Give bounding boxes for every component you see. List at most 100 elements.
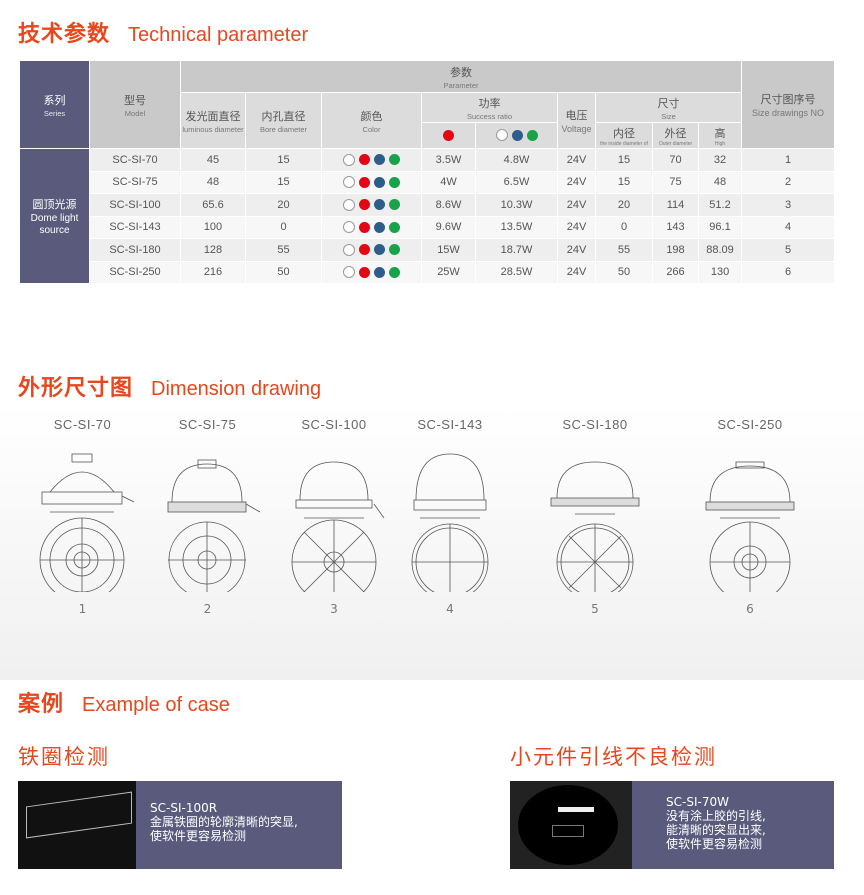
white-dot-icon: [343, 266, 355, 279]
cell-p1: 8.6W: [421, 193, 476, 217]
iron-ring-outline-icon: [26, 791, 132, 839]
drawing-number: 5: [591, 602, 599, 616]
cell-outer: 114: [652, 193, 699, 217]
case-right-text: SC-SI-70W 没有涂上胶的引线, 能清晰的突显出来, 使软件更容易检测: [666, 795, 766, 851]
drawing-2: SC-SI-75 2: [150, 417, 265, 616]
dimension-title-en: Dimension drawing: [151, 378, 322, 400]
red-dot-icon: [359, 221, 370, 233]
white-dot-icon: [343, 153, 355, 166]
cell-lum: 128: [180, 238, 246, 262]
cell-model: SC-SI-100: [89, 193, 181, 217]
blue-dot-icon: [511, 129, 523, 141]
cell-p2: 10.3W: [475, 193, 558, 217]
cell-volt: 24V: [557, 238, 596, 262]
cell-p1: 25W: [421, 260, 476, 284]
dimension-title: 外形尺寸图 Dimension drawing: [18, 370, 321, 402]
power-red-header: [421, 122, 476, 149]
case-right-line2: 能清晰的突显出来,: [666, 823, 766, 837]
case-right-title: 小元件引线不良检测: [510, 745, 717, 769]
cell-model: SC-SI-70: [89, 148, 181, 172]
cell-bore: 55: [245, 238, 322, 262]
drawing-number: 4: [446, 602, 454, 616]
case-left-model: SC-SI-100R: [150, 801, 218, 815]
drawing-5: SC-SI-180 5: [535, 417, 655, 616]
dome-drawing-icon: [705, 461, 795, 603]
dome-drawing-icon: [39, 453, 135, 603]
cell-p1: 9.6W: [421, 215, 476, 239]
green-dot-icon: [389, 266, 400, 278]
case-right-line3: 使软件更容易检测: [666, 837, 763, 851]
cell-p2: 4.8W: [475, 148, 558, 172]
green-dot-icon: [389, 221, 400, 233]
drawing-4: SC-SI-143 4: [400, 417, 500, 616]
drawing-label: SC-SI-143: [417, 417, 483, 432]
red-dot-icon: [359, 199, 370, 211]
cell-no: 3: [741, 193, 836, 217]
cell-p1: 4W: [421, 170, 476, 194]
cell-high: 88.09: [697, 238, 743, 262]
drawing-1: SC-SI-70 1: [20, 417, 145, 616]
green-dot-icon: [389, 176, 400, 188]
drawing-number: 3: [330, 602, 338, 616]
dome-drawing-icon: [411, 453, 489, 601]
cell-volt: 24V: [557, 148, 596, 172]
white-dot-icon: [343, 176, 355, 189]
drawing-label: SC-SI-75: [178, 417, 237, 432]
cell-outer: 266: [652, 260, 699, 284]
cell-inner: 15: [595, 148, 653, 172]
cell-high: 32: [697, 148, 743, 172]
cell-bore: 20: [245, 193, 322, 217]
cell-high: 130: [697, 260, 743, 284]
case-right-line1: 没有涂上胶的引线,: [666, 809, 766, 823]
drawing-label: SC-SI-250: [717, 417, 783, 432]
cell-bore: 50: [245, 260, 322, 284]
cell-outer: 70: [652, 148, 699, 172]
drawing-label: SC-SI-180: [562, 417, 628, 432]
cell-outer: 143: [652, 215, 699, 239]
red-dot-icon: [359, 154, 370, 166]
tech-title-en: Technical parameter: [128, 24, 309, 46]
cell-high: 51.2: [697, 193, 743, 217]
cell-volt: 24V: [557, 215, 596, 239]
case-left-title: 铁圈检测: [18, 745, 110, 769]
cell-no: 2: [741, 170, 836, 194]
cell-bore: 15: [245, 170, 322, 194]
blue-dot-icon: [374, 154, 385, 166]
cell-color: [321, 193, 422, 217]
cell-color: [321, 170, 422, 194]
cell-bore: 15: [245, 148, 322, 172]
cell-volt: 24V: [557, 193, 596, 217]
cell-model: SC-SI-250: [89, 260, 181, 284]
case-right-model: SC-SI-70W: [666, 795, 729, 809]
cell-p2: 18.7W: [475, 238, 558, 262]
blue-dot-icon: [374, 244, 385, 256]
cell-color: [321, 215, 422, 239]
cell-bore: 0: [245, 215, 322, 239]
cell-lum: 45: [180, 148, 246, 172]
cell-p1: 3.5W: [421, 148, 476, 172]
case-title-en: Example of case: [82, 694, 230, 716]
power-wbg-header: [475, 122, 558, 149]
tech-title-cn: 技术参数: [18, 22, 111, 47]
case-right-image: [510, 781, 632, 869]
drawing-6: SC-SI-250 6: [690, 417, 810, 616]
dome-drawing-icon: [291, 461, 385, 605]
cell-color: [321, 260, 422, 284]
cell-color: [321, 148, 422, 172]
cell-model: SC-SI-180: [89, 238, 181, 262]
cell-no: 4: [741, 215, 836, 239]
white-dot-icon: [343, 243, 355, 256]
cell-model: SC-SI-75: [89, 170, 181, 194]
cell-model: SC-SI-143: [89, 215, 181, 239]
case-left-image: [18, 781, 136, 869]
